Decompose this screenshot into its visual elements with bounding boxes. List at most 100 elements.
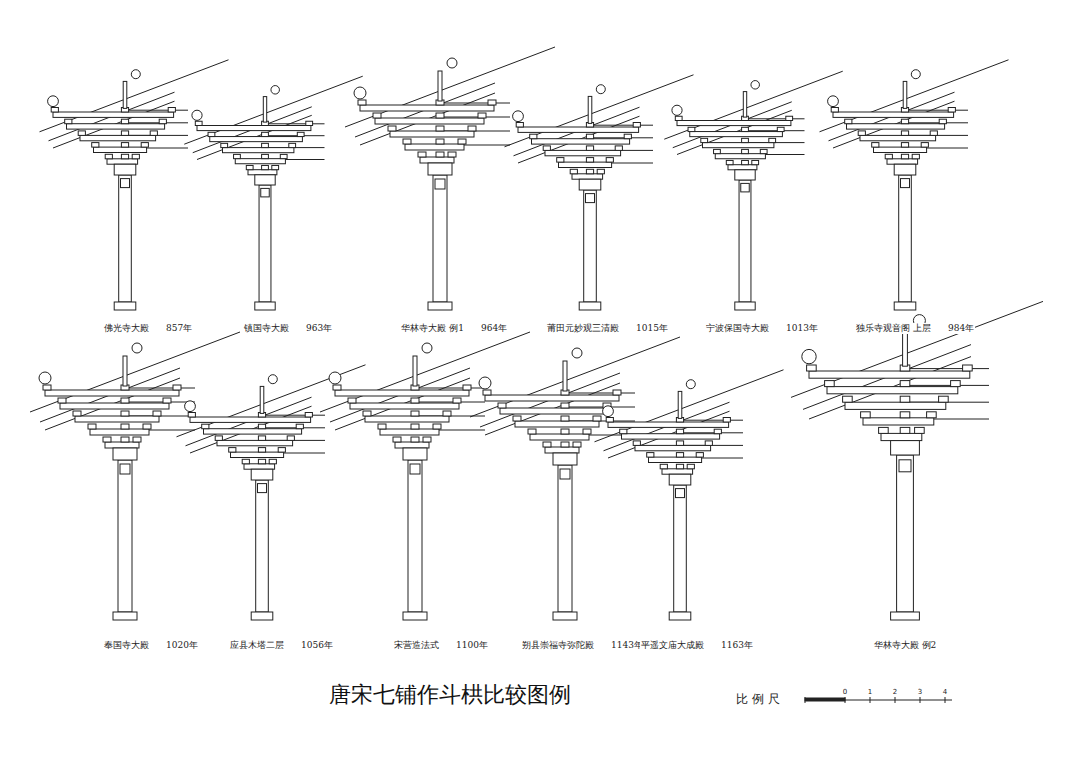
bracket-part [415, 388, 485, 389]
purlin [192, 110, 202, 120]
dou-block [543, 442, 551, 447]
dou-block [163, 398, 171, 403]
dou-block [348, 398, 356, 403]
bracket-set [820, 60, 1009, 310]
scale-number: 0 [842, 688, 848, 696]
ang-arm [190, 406, 312, 453]
bracket-part [345, 47, 555, 127]
column-base [113, 612, 137, 620]
dou-block [593, 416, 601, 421]
gong-arm [45, 390, 179, 396]
dou-block [951, 381, 961, 387]
bracket-set [30, 332, 240, 620]
dou-block [411, 398, 419, 403]
dou-block [561, 416, 569, 421]
bracket-part [791, 301, 1043, 397]
dou-block [121, 398, 129, 403]
dou-block [825, 381, 835, 387]
dou-block [498, 403, 506, 408]
building-label: 宁波保国寺大殿 [705, 323, 770, 334]
bracket-part [125, 402, 195, 403]
purlin [572, 348, 582, 358]
gong-arm [662, 469, 693, 474]
dou-block [901, 119, 908, 124]
gong-arm [500, 408, 609, 414]
column-tie [676, 489, 685, 498]
gong-arm [887, 159, 918, 164]
column-base [553, 612, 577, 620]
ludou-block [553, 453, 577, 465]
dou-block [403, 139, 411, 144]
dou-block [121, 411, 129, 416]
gong-arm [405, 144, 464, 150]
ang-arm [45, 378, 180, 430]
gong-arm [420, 157, 454, 163]
dou-block [296, 424, 303, 429]
dou-block [777, 127, 784, 131]
building-label: 平遥文庙大成殿 [640, 640, 705, 651]
dou-block [173, 385, 181, 390]
dou-block [246, 165, 253, 169]
dou-block [613, 390, 621, 395]
dou-block [930, 131, 937, 136]
purlin [185, 401, 196, 412]
post [260, 386, 264, 413]
ludou-block [255, 175, 275, 185]
column-base [255, 302, 275, 310]
gong-arm [874, 147, 927, 152]
post [413, 356, 417, 386]
bracket-part [40, 60, 229, 132]
bracket-set [791, 301, 1043, 620]
dou-block [478, 113, 486, 118]
dou-block [272, 165, 279, 169]
dou-block [297, 132, 304, 136]
dou-block [58, 398, 66, 403]
gong-arm [518, 127, 639, 132]
gong-arm [80, 135, 156, 140]
dou-block [488, 100, 496, 105]
gong-arm [107, 159, 138, 164]
scale-number: 2 [892, 688, 898, 696]
bracket-part [265, 135, 325, 136]
bracket-part [265, 123, 325, 124]
dou-block [606, 158, 613, 163]
post [678, 391, 682, 418]
gong-arm [375, 118, 484, 124]
dou-block [861, 412, 871, 418]
dou-block [606, 418, 613, 423]
bracket-part [30, 332, 240, 412]
dou-block [483, 390, 491, 395]
dou-block [388, 126, 396, 131]
dou-block [921, 143, 928, 148]
dou-block [927, 412, 937, 418]
ang-arm [833, 101, 955, 148]
bracket-part [680, 432, 743, 433]
scale-label: 比例尺 [735, 692, 785, 706]
scale-number: 4 [942, 688, 948, 696]
gong-arm [728, 165, 757, 170]
dou-block [742, 149, 749, 153]
dou-block [586, 169, 593, 174]
gong-arm [622, 434, 720, 439]
building-label: 宋营造法式 [393, 640, 440, 651]
bracket-part [125, 388, 195, 389]
gong-arm [395, 442, 429, 448]
bracket-part [905, 368, 989, 369]
dou-block [513, 416, 521, 421]
dou-block [900, 412, 910, 418]
dou-block [845, 119, 852, 124]
dou-block [436, 152, 444, 157]
column-tie [741, 183, 750, 192]
purlin [751, 81, 760, 90]
dou-block [453, 398, 461, 403]
dou-block [901, 154, 908, 159]
dou-block [306, 121, 313, 125]
gong-arm [105, 442, 139, 448]
column-tie [560, 469, 570, 479]
dou-block [615, 146, 622, 151]
bracket-part [184, 76, 363, 144]
dou-block [262, 165, 269, 169]
dou-block [900, 381, 910, 387]
dou-block [807, 365, 817, 371]
gong-arm [532, 139, 630, 144]
